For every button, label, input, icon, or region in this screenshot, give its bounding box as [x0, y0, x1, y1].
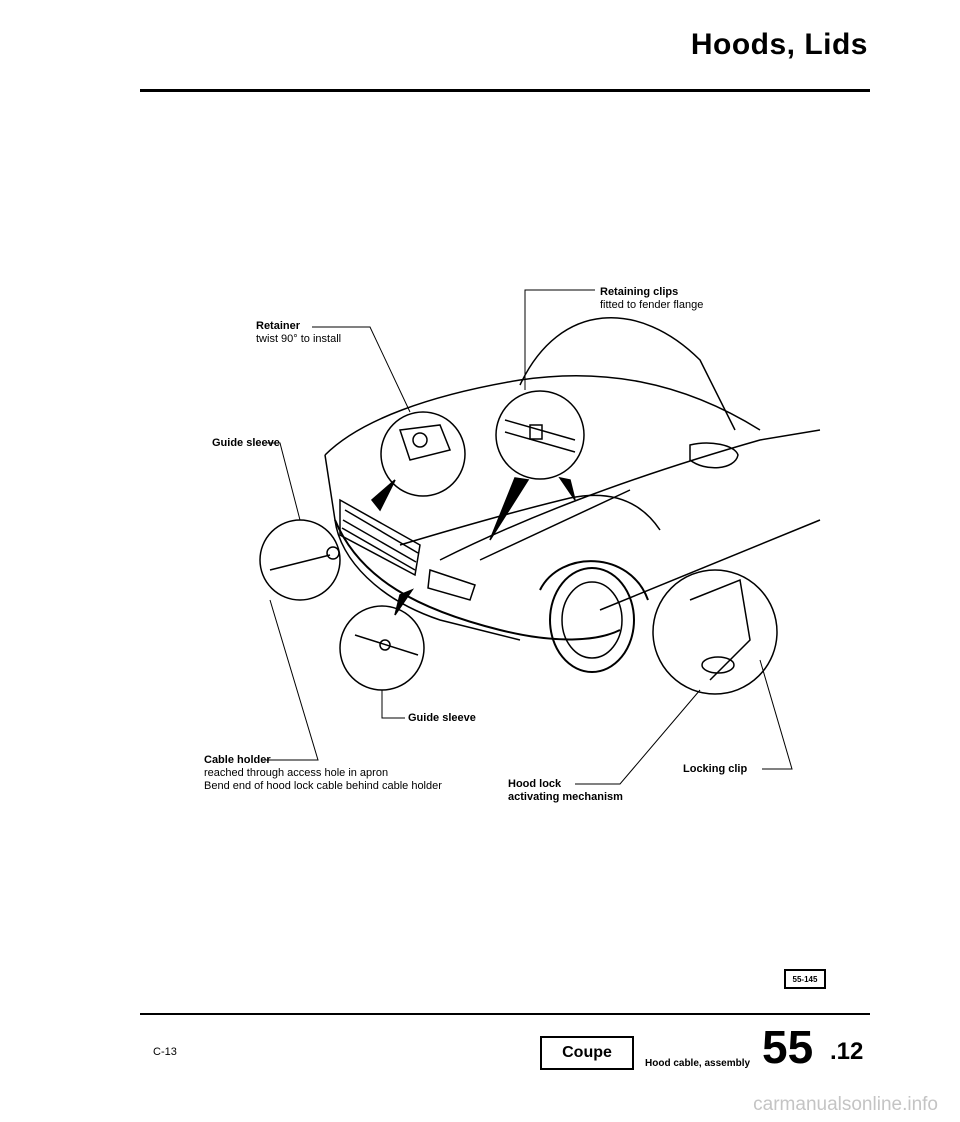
callout-retainer: Retainer twist 90° to install: [256, 320, 341, 346]
callout-hood-lock-note: activating mechanism: [508, 791, 623, 803]
car-wheel: [549, 567, 635, 673]
pointer-retainer: [370, 479, 396, 512]
callout-cable-holder-note2: Bend end of hood lock cable behind cable…: [204, 780, 442, 792]
watermark: carmanualsonline.info: [753, 1094, 938, 1115]
callout-cable-holder: Cable holder reached through access hole…: [204, 754, 442, 793]
callout-retainer-note: twist 90° to install: [256, 333, 342, 345]
callout-guide-sleeve-bottom-name: Guide sleeve: [408, 712, 476, 724]
car-side: [439, 429, 821, 561]
car-front: [324, 454, 521, 641]
footer-rule: [140, 1013, 870, 1015]
model-label: Coupe: [562, 1044, 612, 1061]
pointer-guide-bottom: [394, 588, 415, 616]
car-grille: [339, 498, 421, 577]
callout-locking-clip: Locking clip: [683, 763, 747, 776]
car-mirror: [689, 442, 739, 469]
detail-circle-hood-lock: [652, 569, 778, 695]
leader-retainer: [312, 326, 411, 413]
page-number-sub: .12: [830, 1038, 864, 1065]
section-title: Hood cable, assembly: [645, 1058, 751, 1069]
figure-code-box: 55-145: [784, 969, 826, 989]
callout-retaining-clips-name: Retaining clips: [600, 286, 679, 298]
car-bumper: [334, 519, 621, 641]
callout-retaining-clips-note: fitted to fender flange: [600, 299, 704, 311]
leader-guide-left: [264, 442, 301, 521]
pointer-clips: [489, 477, 530, 541]
leader-hood-lock: [575, 689, 701, 785]
leader-cable-holder: [262, 599, 319, 761]
callout-guide-sleeve-left: Guide sleeve: [212, 437, 280, 450]
car-windshield: [519, 317, 736, 431]
detail-circle-clips: [495, 390, 585, 480]
leader-clips: [524, 289, 595, 390]
model-box: Coupe: [540, 1036, 634, 1070]
callout-cable-holder-note1: reached through access hole in apron: [204, 767, 389, 779]
callout-cable-holder-name: Cable holder: [204, 754, 271, 766]
hood-cable: [399, 494, 661, 546]
figure-code: 55-145: [792, 974, 818, 984]
page-number-main: 55: [762, 1021, 814, 1073]
car-fender-line: [479, 489, 631, 561]
callout-retaining-clips: Retaining clips fitted to fender flange: [600, 286, 703, 312]
callout-guide-sleeve-left-name: Guide sleeve: [212, 437, 280, 449]
car-sill: [599, 519, 821, 611]
car-hood-outline: [324, 374, 761, 456]
car-headlight: [427, 568, 476, 601]
callout-locking-clip-name: Locking clip: [683, 763, 748, 775]
callout-retainer-name: Retainer: [256, 320, 301, 332]
callout-guide-sleeve-bottom: Guide sleeve: [408, 712, 476, 725]
detail-circle-retainer: [380, 411, 466, 497]
detail-circle-guide-left: [259, 519, 341, 601]
callout-hood-lock: Hood lock activating mechanism: [508, 778, 623, 804]
page-title: Hoods, Lids: [690, 28, 868, 61]
leader-locking-clip: [759, 659, 793, 770]
leader-guide-bottom: [381, 690, 405, 719]
detail-circle-guide-bottom: [339, 605, 425, 691]
callout-hood-lock-name: Hood lock: [508, 778, 562, 790]
page-reference: C-13: [153, 1046, 177, 1058]
header-rule: [140, 89, 870, 92]
